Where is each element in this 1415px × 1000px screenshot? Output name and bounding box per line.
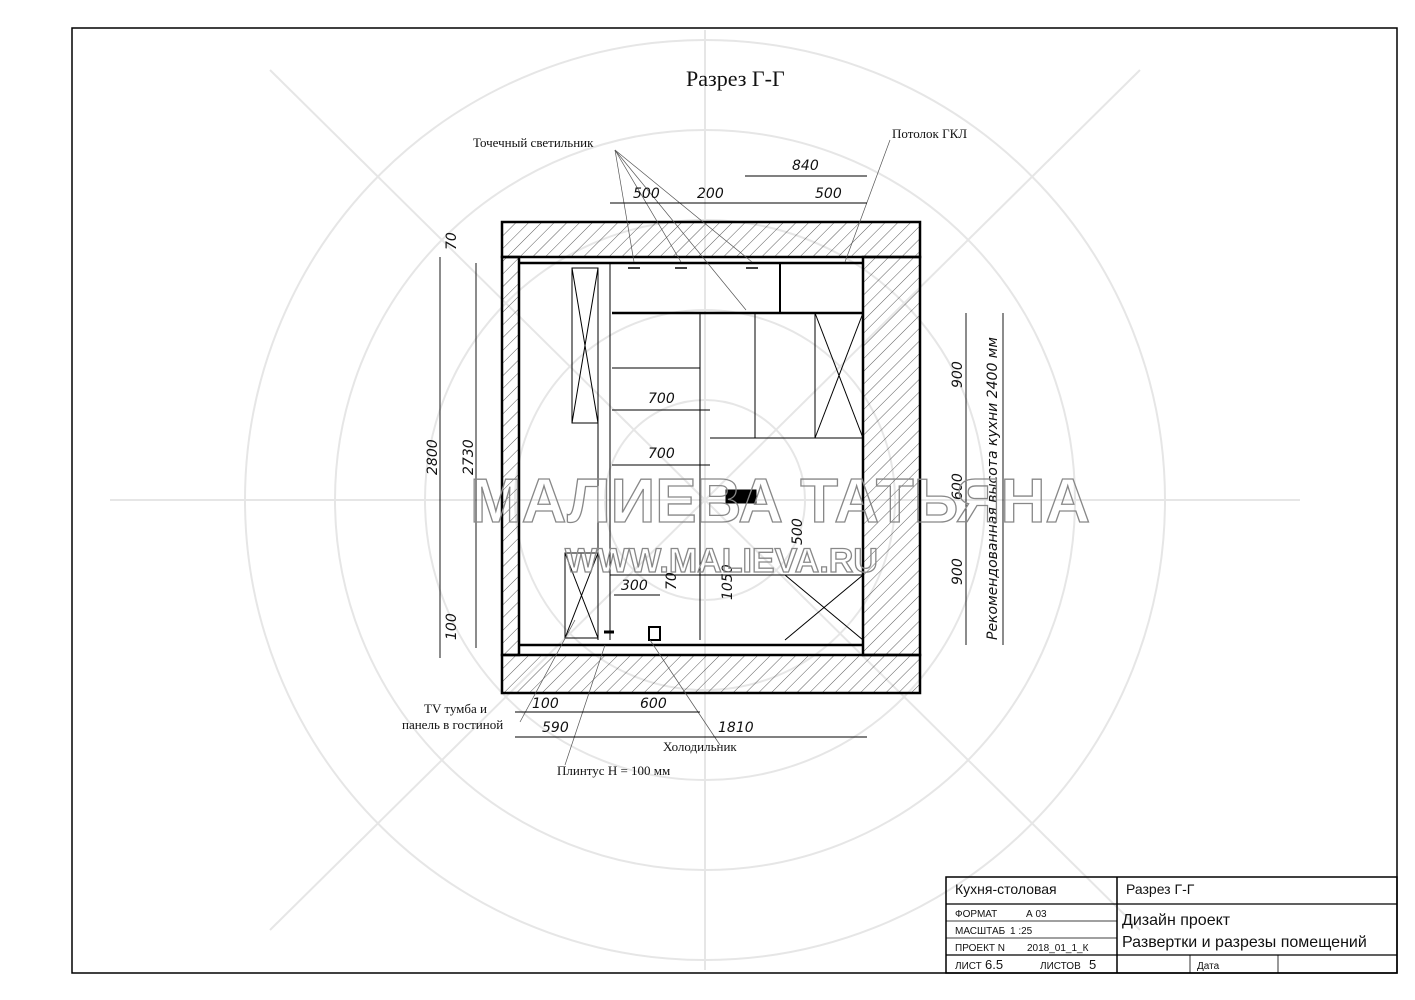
sheet-value: 6.5 xyxy=(985,957,1003,972)
dim-600-bottom: 600 xyxy=(640,696,667,712)
room-name: Кухня-столовая xyxy=(955,881,1057,897)
dim-900-bottom: 900 xyxy=(950,558,966,585)
sheets-value: 5 xyxy=(1089,957,1096,972)
format-label: ФОРМАТ xyxy=(955,909,997,920)
dim-500-right: 500 xyxy=(815,186,842,202)
dim-500-inner: 500 xyxy=(790,518,806,545)
dim-900-top: 900 xyxy=(950,361,966,388)
dim-2730: 2730 xyxy=(461,439,477,475)
ceiling-label: Потолок ГКЛ xyxy=(892,126,967,141)
plinth-label: Плинтус Н = 100 мм xyxy=(557,763,670,778)
recommended-height-label: Рекомендованная высота кухни 2400 мм xyxy=(985,337,1001,640)
scale-value: 1 :25 xyxy=(1010,926,1033,937)
dim-700-b: 700 xyxy=(648,446,675,462)
project-label: ПРОЕКТ N xyxy=(955,943,1005,954)
watermark-name: МАЛИЕВА ТАТЬЯНА xyxy=(470,467,1090,536)
watermark-url: WWW.MALIEVA.RU xyxy=(565,542,878,580)
sheet-title: Разрез Г-Г xyxy=(1126,881,1195,897)
date-label: Дата xyxy=(1197,961,1220,972)
dim-300: 300 xyxy=(621,578,648,594)
tv-unit-label-2: панель в гостиной xyxy=(402,717,503,732)
sheet-frame xyxy=(71,27,1398,974)
dim-840: 840 xyxy=(792,158,819,174)
dim-70: 70 xyxy=(444,232,460,250)
drawing-title: Разрез Г-Г xyxy=(686,66,785,91)
project-type: Дизайн проект xyxy=(1122,912,1231,929)
project-value: 2018_01_1_К xyxy=(1027,943,1089,954)
spot-light-label: Точечный светильник xyxy=(473,135,594,150)
sheet-label: ЛИСТ xyxy=(955,961,982,972)
dim-600: 600 xyxy=(950,473,966,500)
dimension-lines xyxy=(439,175,1004,738)
dim-100-bottom: 100 xyxy=(532,696,559,712)
scale-label: МАСШТАБ xyxy=(955,926,1006,937)
dim-500-left: 500 xyxy=(633,186,660,202)
section-name: Развертки и разрезы помещений xyxy=(1122,934,1367,951)
furniture xyxy=(564,262,864,641)
dimension-labels: 840 500 200 500 70 2800 2730 100 700 700… xyxy=(425,158,1001,736)
dim-1050: 1050 xyxy=(720,564,736,600)
sheets-label: ЛИСТОВ xyxy=(1040,961,1081,972)
fridge-label: Холодильник xyxy=(663,739,737,754)
format-value: А 03 xyxy=(1026,909,1047,920)
walls xyxy=(500,220,922,695)
tv-unit-label-1: TV тумба и xyxy=(424,701,487,716)
dim-2800: 2800 xyxy=(425,439,441,475)
spot-lights xyxy=(628,267,799,314)
dim-590: 590 xyxy=(542,720,569,736)
dim-100: 100 xyxy=(444,613,460,640)
title-block xyxy=(945,876,1398,974)
dim-70-inner: 70 xyxy=(664,572,680,590)
dim-1810: 1810 xyxy=(718,720,754,736)
leader-lines xyxy=(519,139,891,766)
dim-200: 200 xyxy=(697,186,724,202)
watermark-rings xyxy=(110,30,1300,970)
dim-700-a: 700 xyxy=(648,391,675,407)
